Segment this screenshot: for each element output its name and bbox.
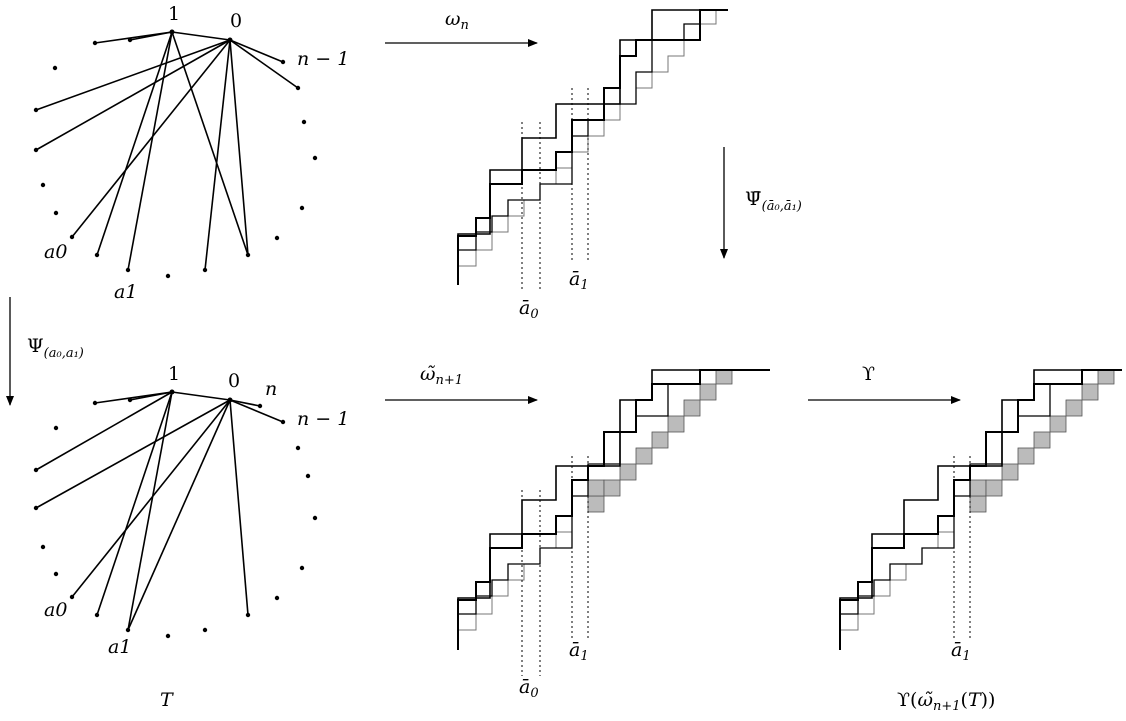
tree-diagram-bottom xyxy=(35,391,284,631)
label-a1-bottom: a1 xyxy=(108,636,131,658)
label-abar0-top: ā0 xyxy=(519,297,539,322)
label-psi-bar: Ψ̄(ā₀,ā₁) xyxy=(745,188,802,214)
label-psi: Ψ(a₀,a₁) xyxy=(27,335,84,361)
label-abar0-middle: ā0 xyxy=(519,676,539,701)
label-abar1-middle: ā1 xyxy=(569,639,589,664)
label-T: T xyxy=(160,689,174,711)
label-vertex-0-top: 0 xyxy=(230,10,242,32)
lattice-paths-right xyxy=(839,369,1122,650)
label-n-minus-1-bottom: n − 1 xyxy=(297,408,349,430)
lattice-paths-middle xyxy=(457,369,770,676)
label-abar1-right: ā1 xyxy=(951,639,971,664)
label-upsilon: ϒ xyxy=(862,363,875,385)
label-a0-top: a0 xyxy=(44,241,67,263)
label-vertex-1-bottom: 1 xyxy=(168,363,180,385)
label-omega-tilde: ω̃n+1 xyxy=(420,363,463,388)
label-omega-n: ωn xyxy=(445,8,469,33)
label-n-bottom: n xyxy=(265,378,277,400)
label-n-minus-1-top: n − 1 xyxy=(297,48,349,70)
label-abar1-top: ā1 xyxy=(569,268,589,293)
tree-nodes-top xyxy=(33,29,318,279)
tree-nodes-bottom xyxy=(33,389,318,639)
label-upsilon-result: ϒ(ω̃n+1(T)) xyxy=(897,689,995,714)
label-vertex-1-top: 1 xyxy=(168,3,180,25)
label-a1-top: a1 xyxy=(114,281,137,303)
label-a0-bottom: a0 xyxy=(44,599,67,621)
lattice-paths-top xyxy=(457,9,728,290)
arrows xyxy=(6,39,961,406)
label-vertex-0-bottom: 0 xyxy=(228,370,240,392)
tree-diagram-top xyxy=(35,31,299,271)
